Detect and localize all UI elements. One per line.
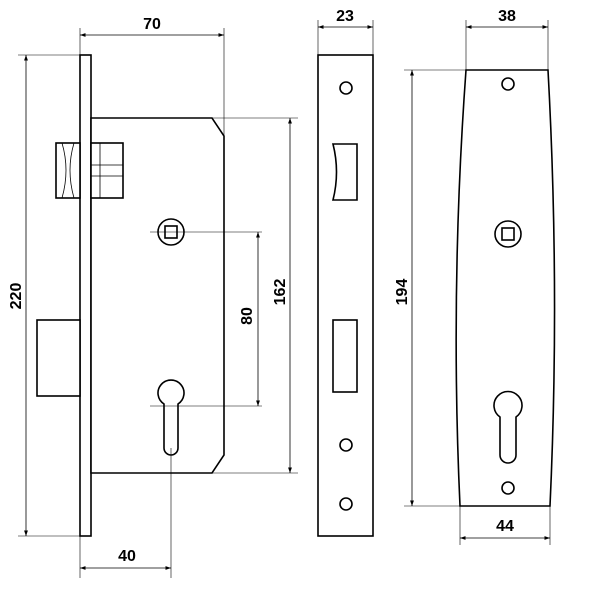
dim-label-backset: 40 — [118, 548, 136, 565]
escutcheon-front-view — [455, 69, 556, 507]
faceplate-screw-hole-middle — [339, 438, 353, 452]
faceplate-screw-hole-top — [339, 81, 353, 95]
dim-label-case-height: 162 — [272, 279, 289, 306]
faceplate-body — [317, 54, 374, 537]
dimension-labels: 70 23 38 220 162 80 194 40 44 — [8, 8, 516, 565]
escutcheon-keyhole — [493, 390, 523, 464]
dim-label-escutcheon-bottom-width: 44 — [496, 518, 514, 535]
escutcheon-screw-hole-top — [501, 77, 515, 91]
faceplate-front-view — [317, 54, 374, 537]
faceplate-deadbolt-slot — [332, 319, 358, 393]
dim-label-center-distance: 80 — [239, 307, 256, 325]
faceplate-screw-hole-bottom — [339, 497, 353, 511]
lock-faceplate — [79, 54, 92, 537]
dimension-lines — [18, 20, 551, 578]
escutcheon-spindle-hole — [494, 220, 522, 248]
lock-side-view — [36, 54, 262, 537]
dead-bolt — [36, 319, 81, 397]
dim-label-lock-total-height: 220 — [8, 283, 25, 310]
dim-label-lock-depth: 70 — [143, 16, 161, 33]
faceplate-latch-slot — [331, 143, 358, 201]
dim-label-faceplate-width: 23 — [336, 8, 354, 25]
escutcheon-screw-hole-bottom — [501, 481, 515, 495]
dim-label-escutcheon-top-width: 38 — [498, 8, 516, 25]
dim-label-escutcheon-height: 194 — [394, 279, 411, 306]
latch-bolt — [55, 142, 124, 199]
cylinder-keyhole — [157, 379, 185, 456]
